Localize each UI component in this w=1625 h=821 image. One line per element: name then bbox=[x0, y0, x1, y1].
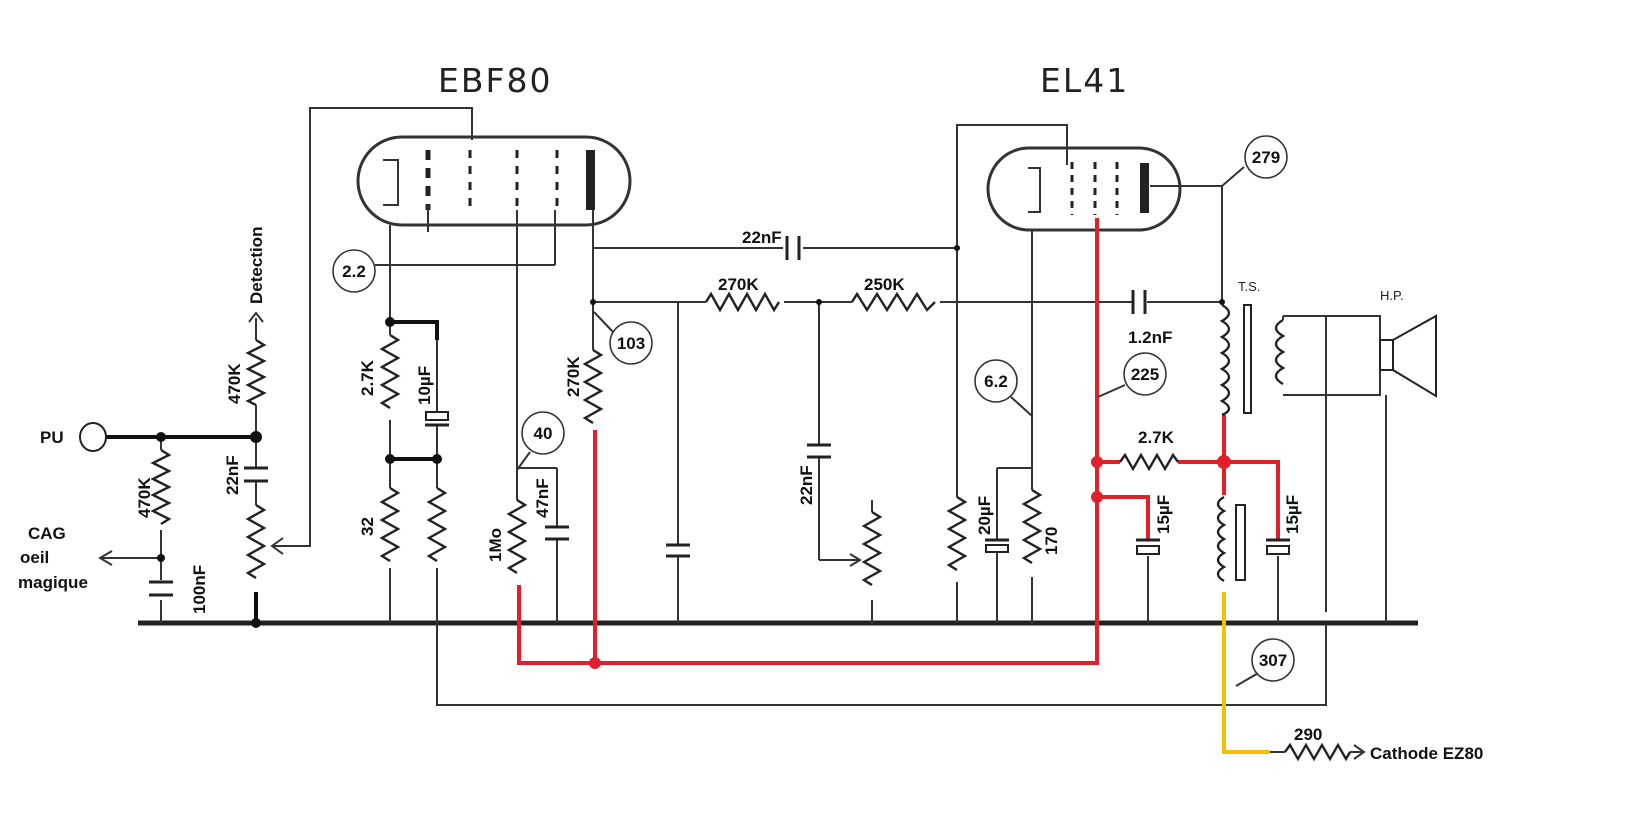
cap-15uf-b bbox=[1266, 538, 1290, 555]
output-transformer bbox=[1219, 303, 1286, 417]
cap-unlabeled bbox=[666, 543, 690, 558]
label-hp: H.P. bbox=[1380, 288, 1404, 303]
resistor-270k-h bbox=[704, 291, 781, 313]
bubble-103: 103 bbox=[609, 321, 653, 365]
resistor-470k-vol bbox=[245, 338, 267, 407]
bubble-307: 307 bbox=[1251, 638, 1295, 682]
label-32: 32 bbox=[358, 517, 377, 536]
bubble-40: 40 bbox=[521, 411, 565, 455]
bubble-225: 225 bbox=[1123, 352, 1167, 396]
label-1-2nf: 1.2nF bbox=[1128, 328, 1172, 347]
label-20uf: 20µF bbox=[975, 496, 994, 535]
speaker-icon bbox=[1379, 314, 1437, 398]
resistor-2-7k-v bbox=[379, 333, 401, 410]
label-270k-h: 270K bbox=[718, 275, 759, 294]
bubble-2-2: 2.2 bbox=[332, 249, 376, 293]
junctions bbox=[156, 245, 1231, 669]
cap-20uf bbox=[985, 538, 1009, 553]
label-ts: T.S. bbox=[1238, 279, 1260, 294]
filter-choke bbox=[1216, 495, 1246, 583]
label-oeil: oeil bbox=[20, 548, 49, 567]
resistor-el41-grid bbox=[946, 495, 968, 572]
svg-text:6.2: 6.2 bbox=[984, 372, 1008, 391]
resistor-unlabeled bbox=[426, 486, 448, 563]
label-2-7k-v: 2.7K bbox=[358, 359, 377, 396]
label-22nf-mid: 22nF bbox=[797, 465, 816, 505]
label-10uf: 10µF bbox=[415, 366, 434, 405]
label-detection: Detection bbox=[247, 227, 266, 304]
label-100nf: 100nF bbox=[190, 565, 209, 614]
potentiometer-tone bbox=[861, 510, 883, 587]
label-1mo: 1Mo bbox=[486, 528, 505, 562]
cap-1-2nf bbox=[1131, 290, 1147, 314]
resistor-170 bbox=[1021, 488, 1043, 565]
svg-text:40: 40 bbox=[534, 424, 553, 443]
resistor-2-7k-h bbox=[1119, 452, 1179, 472]
cap-100nf bbox=[149, 580, 173, 597]
svg-text:225: 225 bbox=[1131, 365, 1159, 384]
label-470k-vol: 470K bbox=[225, 363, 244, 404]
ebf80-title: EBF80 bbox=[438, 61, 552, 100]
label-2-7k-h: 2.7K bbox=[1138, 428, 1175, 447]
resistor-270k-v bbox=[582, 348, 604, 425]
label-47nf: 47nF bbox=[533, 478, 552, 518]
capacitors bbox=[149, 236, 1290, 597]
svg-text:103: 103 bbox=[617, 334, 645, 353]
potentiometer-volume bbox=[245, 503, 267, 580]
label-15uf-b: 15µF bbox=[1283, 495, 1302, 534]
label-290: 290 bbox=[1294, 725, 1322, 744]
el41-tube bbox=[986, 146, 1182, 232]
label-170: 170 bbox=[1042, 527, 1061, 555]
el41-title: EL41 bbox=[1040, 61, 1129, 100]
rectifier-wiring bbox=[1222, 592, 1270, 754]
bubble-279: 279 bbox=[1244, 135, 1288, 179]
cap-15uf-a bbox=[1136, 538, 1160, 555]
wiring bbox=[98, 107, 1387, 753]
label-15uf-a: 15µF bbox=[1154, 495, 1173, 534]
resistor-250k bbox=[850, 291, 936, 313]
resistor-290 bbox=[1284, 742, 1352, 762]
resistor-470k-pu bbox=[150, 448, 172, 526]
cap-47nf bbox=[545, 525, 569, 541]
label-22nf-top: 22nF bbox=[742, 228, 782, 247]
svg-text:279: 279 bbox=[1252, 148, 1280, 167]
label-cag: CAG bbox=[28, 524, 66, 543]
cap-22nf-top bbox=[785, 236, 801, 260]
label-magique: magique bbox=[18, 573, 88, 592]
label-pu: PU bbox=[40, 428, 64, 447]
label-250k: 250K bbox=[864, 275, 905, 294]
ht-wiring bbox=[517, 218, 1280, 665]
label-cathode: Cathode EZ80 bbox=[1370, 744, 1483, 763]
resistor-1mo bbox=[506, 498, 528, 575]
svg-text:2.2: 2.2 bbox=[342, 262, 366, 281]
measurement-pointers bbox=[516, 166, 1261, 687]
svg-text:307: 307 bbox=[1259, 651, 1287, 670]
cap-22nf-vol bbox=[244, 466, 268, 483]
bubble-6-2: 6.2 bbox=[974, 359, 1018, 403]
cap-10uf bbox=[425, 411, 449, 427]
resistors bbox=[150, 291, 1366, 762]
label-22nf-vol: 22nF bbox=[223, 455, 242, 495]
cap-22nf-mid bbox=[807, 443, 831, 459]
label-470k-pu: 470K bbox=[135, 477, 154, 518]
label-270k-v: 270K bbox=[564, 356, 583, 397]
pu-jack-icon bbox=[79, 422, 107, 452]
resistor-32 bbox=[379, 486, 401, 563]
ebf80-tube bbox=[356, 135, 632, 227]
